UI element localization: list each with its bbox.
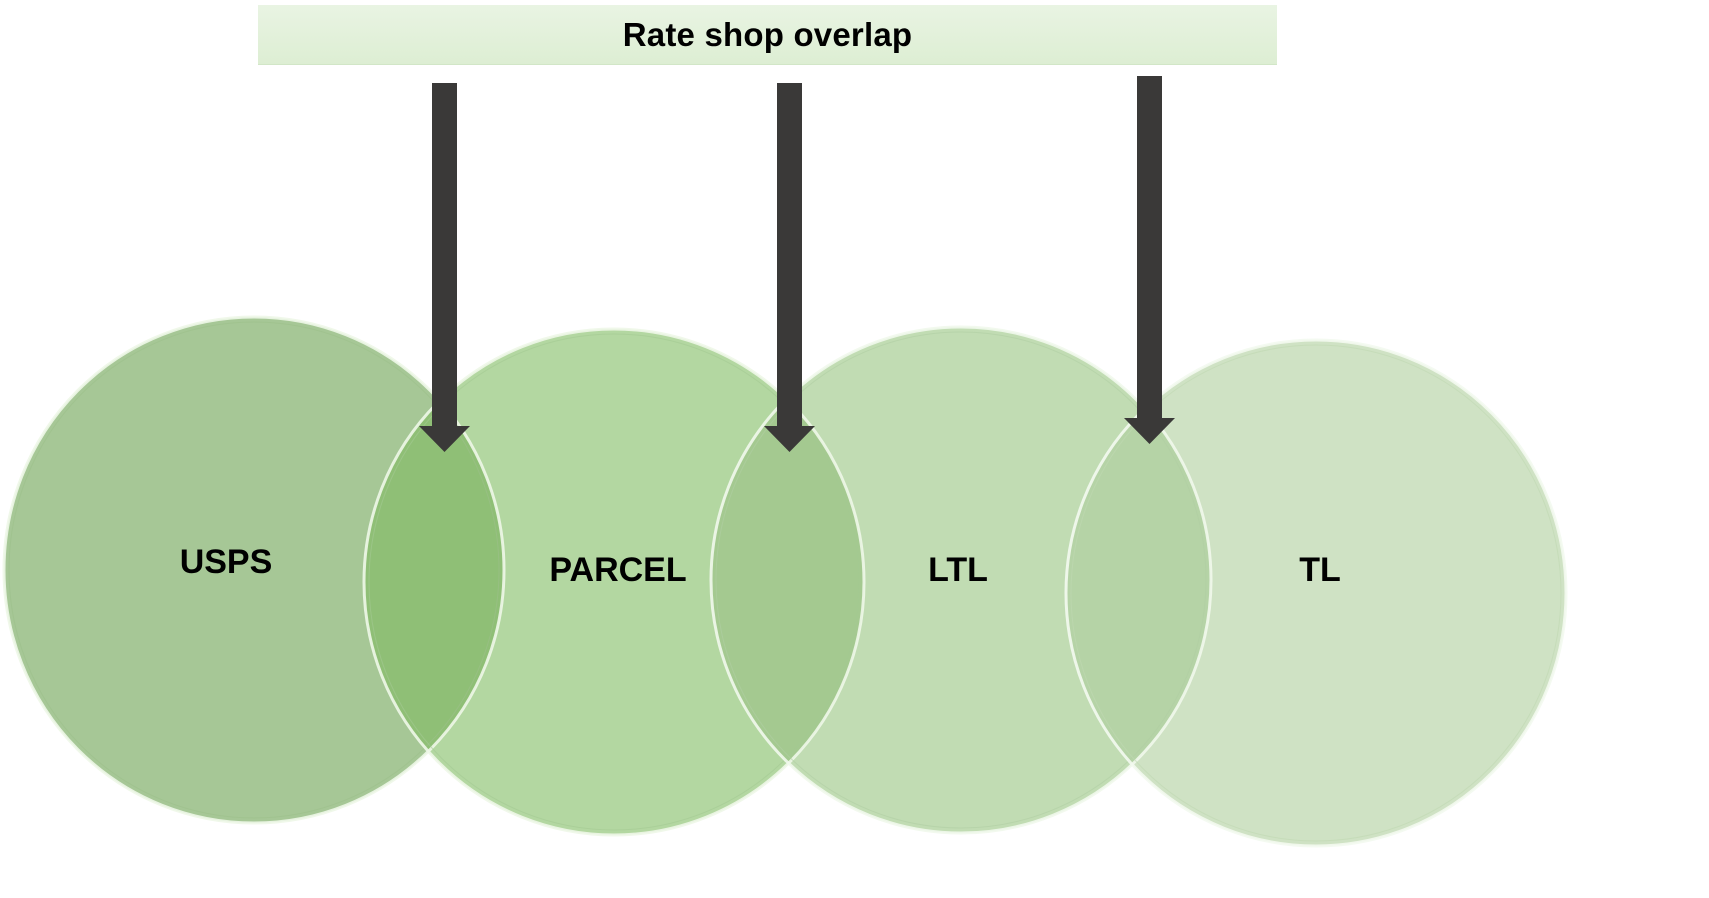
circle-ltl	[711, 327, 1211, 833]
circle-tl	[1066, 340, 1566, 846]
circle-label-tl: TL	[1299, 551, 1341, 589]
arrow-down-icon	[419, 83, 470, 452]
circle-label-parcel: PARCEL	[549, 551, 686, 589]
circle-usps	[4, 317, 504, 823]
arrows-group	[419, 76, 1175, 452]
circle-rims	[2, 315, 1568, 848]
circle-parcel	[364, 329, 864, 835]
diagram-title-bar: Rate shop overlap	[258, 5, 1277, 65]
diagram-title: Rate shop overlap	[622, 15, 913, 53]
circle-label-ltl: LTL	[928, 551, 988, 589]
circle-label-usps: USPS	[180, 543, 273, 581]
arrow-down-icon	[1124, 76, 1175, 444]
arrow-down-icon	[764, 83, 815, 452]
circles-group	[4, 317, 1566, 846]
